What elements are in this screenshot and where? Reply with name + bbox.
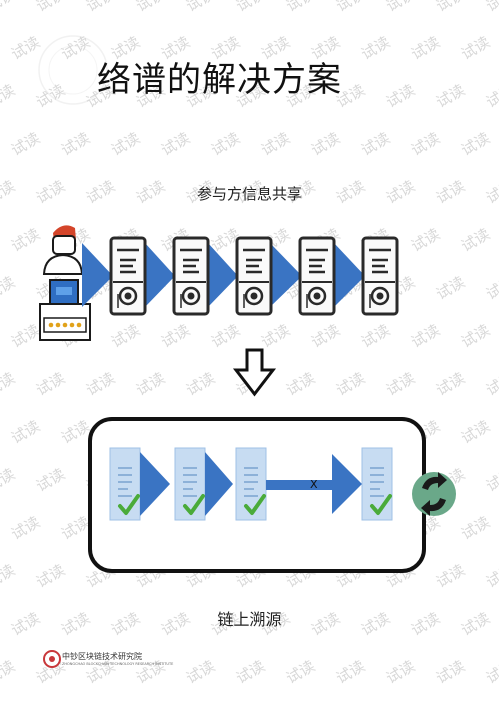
onchain-record-1 <box>108 446 142 522</box>
onchain-record-2 <box>173 446 207 522</box>
page-title: 络谱的解决方案 <box>97 60 342 100</box>
onchain-record-3 <box>234 446 268 522</box>
info-sharing-label: 参与方信息共享 <box>196 185 302 203</box>
down-arrow-icon <box>232 348 277 397</box>
participant-node-3 <box>235 236 273 316</box>
flow-arrow-2 <box>145 243 175 307</box>
org-logo-icon <box>43 650 61 668</box>
chain-arrow-3 <box>332 454 362 514</box>
flow-arrow-5 <box>334 243 365 307</box>
flow-arrow-4 <box>270 243 302 307</box>
user-at-computer-icon <box>39 225 91 341</box>
chain-link-line <box>266 480 336 490</box>
top-flow-arrows <box>82 243 365 307</box>
org-name: 中钞区块链技术研究院 <box>62 652 142 661</box>
participant-node-1 <box>109 236 147 316</box>
onchain-trace-label: 链上溯源 <box>217 610 282 629</box>
participant-node-2 <box>172 236 210 316</box>
flow-arrow-3 <box>208 243 238 307</box>
chain-break-mark: X <box>310 478 318 491</box>
chain-arrow-2 <box>205 452 233 516</box>
chain-arrow-1 <box>140 452 170 516</box>
watermark-logo <box>38 35 108 105</box>
onchain-record-4 <box>360 446 394 522</box>
blockchain-sync-icon <box>412 472 456 516</box>
chain-arrows <box>140 452 362 516</box>
flow-arrow-1 <box>82 243 113 307</box>
org-name-en: ZHONGCHAO BLOCKCHAIN TECHNOLOGY RESEARCH… <box>62 662 174 666</box>
participant-node-4 <box>298 236 336 316</box>
participant-node-5 <box>361 236 399 316</box>
